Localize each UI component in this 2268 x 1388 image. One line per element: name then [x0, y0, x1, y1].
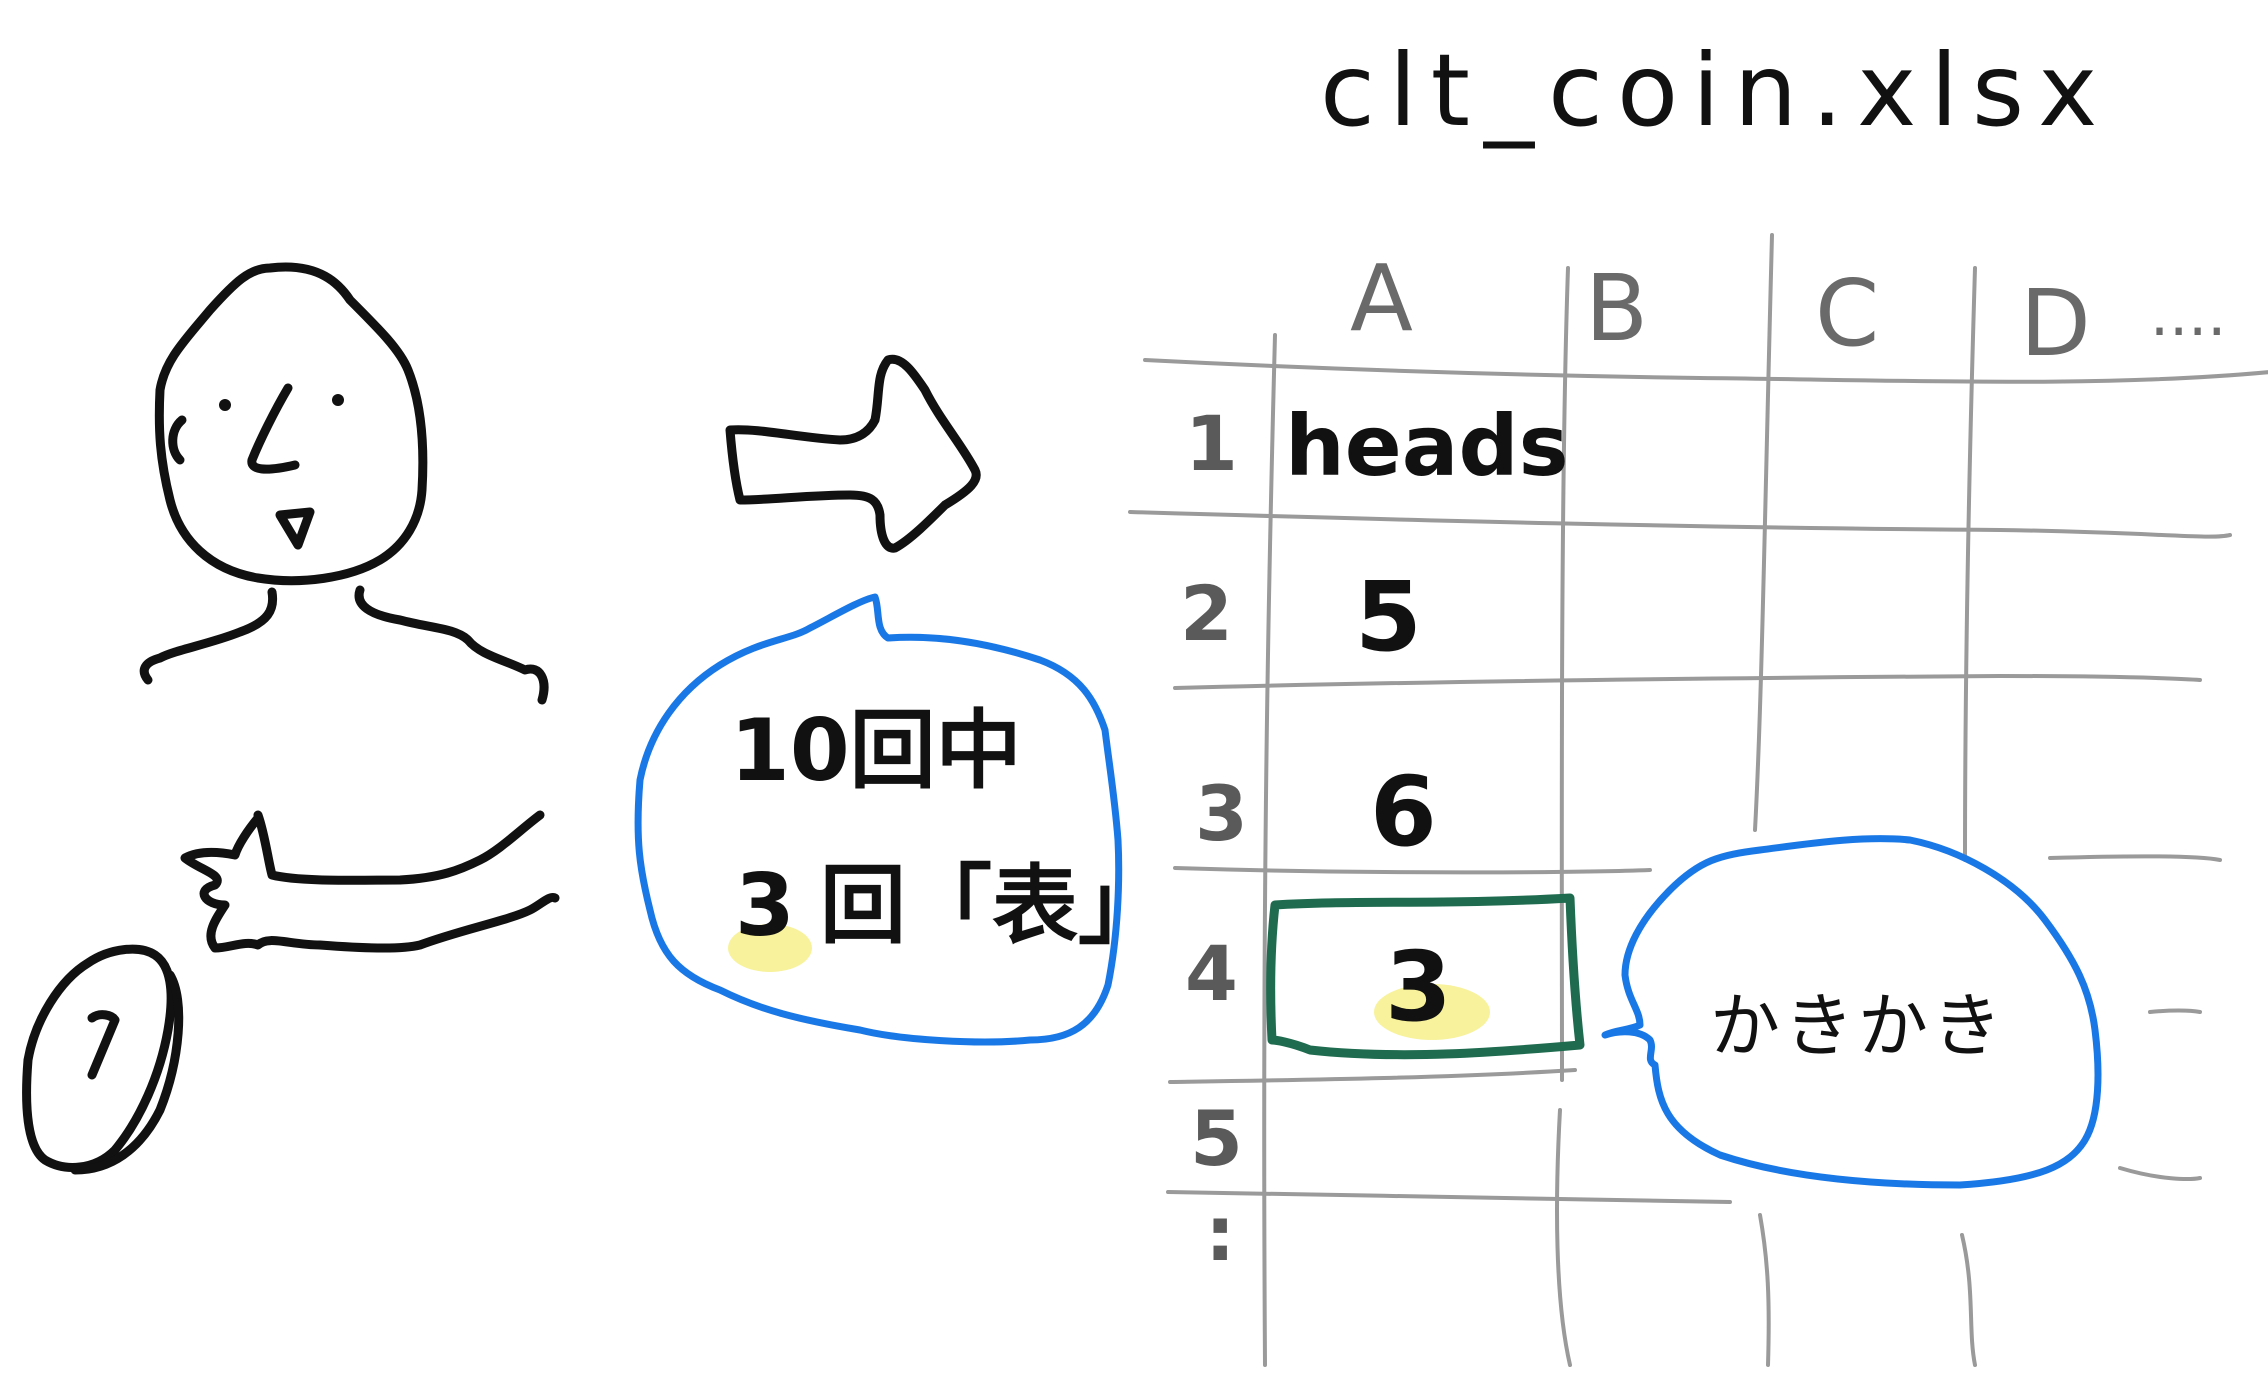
- marker-highlight: [728, 924, 812, 972]
- column-header-b: B: [1585, 255, 1648, 362]
- bubble-line-2-rest: 回「表」: [820, 856, 1164, 956]
- note-bubble: かきかき: [1601, 835, 2102, 1189]
- cells: heads 5 6 3: [1266, 397, 1585, 1060]
- row-header-4: 4: [1185, 929, 1238, 1018]
- row-header-2: 2: [1180, 569, 1233, 658]
- column-header-more: ....: [2150, 280, 2226, 350]
- cell-a2: 5: [1355, 561, 1422, 673]
- note-bubble-text: かきかき: [1710, 985, 2006, 1067]
- marker-highlight: [1374, 984, 1490, 1040]
- bubble-line-2-count: 3: [735, 856, 795, 956]
- cell-a3: 6: [1370, 756, 1437, 868]
- cell-a4: 3: [1385, 931, 1452, 1043]
- row-headers: 1 2 3 4 5 :: [1180, 399, 1248, 1278]
- highlighted-cell-a4: [1266, 893, 1585, 1060]
- column-headers: A B C D ....: [1350, 245, 2226, 377]
- file-title: clt_coin.xlsx: [1320, 32, 2111, 149]
- person-figure: [139, 262, 560, 953]
- column-header-a: A: [1350, 245, 1413, 352]
- person-nose: [247, 383, 300, 474]
- person-ear: [168, 415, 187, 465]
- person-arm: [180, 810, 560, 953]
- arrow-right-icon: [725, 354, 981, 553]
- person-mouth: [275, 507, 315, 550]
- bubble-line-1: 10回中: [730, 701, 1022, 801]
- coin-icon: [22, 944, 184, 1175]
- cell-a1: heads: [1285, 397, 1569, 495]
- column-header-d: D: [2020, 270, 2091, 377]
- speech-bubble: 10回中 3 回「表」: [634, 593, 1164, 1046]
- grid-lines: [1128, 233, 2268, 1367]
- row-header-3: 3: [1195, 769, 1248, 858]
- row-header-5: 5: [1190, 1094, 1243, 1183]
- row-header-more: :: [1205, 1189, 1235, 1278]
- spreadsheet: A B C D .... 1 2 3 4 5 : heads 5 6 3: [1128, 233, 2268, 1367]
- person-shoulders: [139, 585, 549, 705]
- row-header-1: 1: [1185, 399, 1238, 488]
- person-head: [154, 262, 428, 586]
- person-eye-right: [332, 394, 344, 406]
- person-eye-left: [219, 399, 231, 411]
- column-header-c: C: [1815, 260, 1879, 367]
